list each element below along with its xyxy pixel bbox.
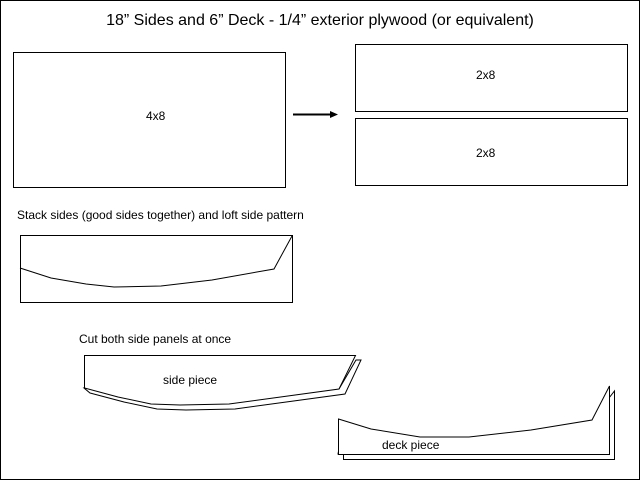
- step-cut-text: Cut both side panels at once: [79, 332, 232, 346]
- arrow-right-icon: [293, 111, 338, 118]
- sheet-2x8-top-label: 2x8: [476, 68, 496, 82]
- sheet-2x8-top: [355, 44, 628, 112]
- page-title: 18” Sides and 6” Deck - 1/4” exterior pl…: [106, 12, 534, 29]
- deck-piece-label: deck piece: [382, 438, 440, 452]
- sheet-2x8-bottom: [355, 118, 628, 186]
- side-piece-label: side piece: [163, 373, 218, 387]
- side-panels: [82, 355, 362, 411]
- sheet-4x8: [13, 52, 286, 188]
- sheet-2x8-bottom-label: 2x8: [476, 146, 496, 160]
- sheet-4x8-label: 4x8: [146, 109, 166, 123]
- loft-pattern: [19, 235, 293, 303]
- step-stack-text: Stack sides (good sides together) and lo…: [17, 208, 304, 222]
- deck-pieces: [337, 385, 615, 460]
